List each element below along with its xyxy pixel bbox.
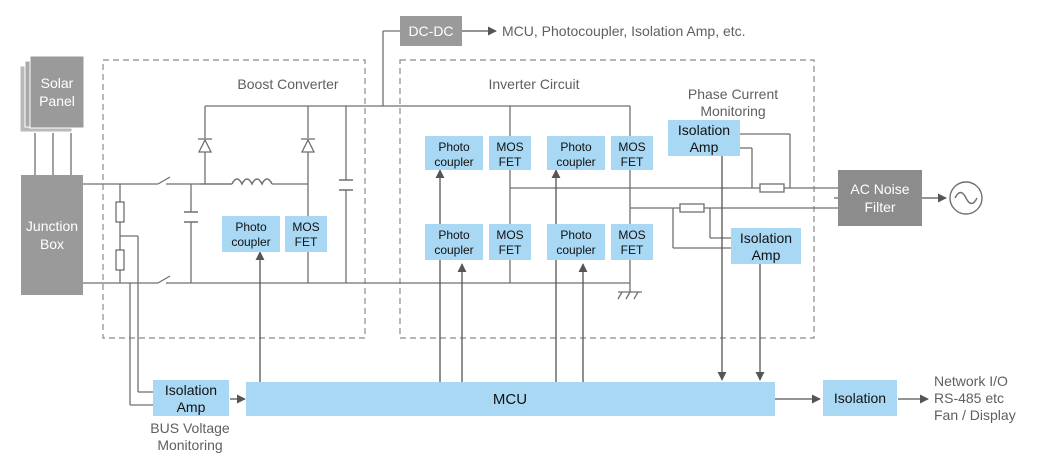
solar-panel-label-2: Panel — [39, 93, 75, 109]
inv-pc1-label-2: coupler — [434, 155, 473, 169]
ground-icon — [617, 291, 642, 300]
junction-box-label-2: Box — [40, 236, 64, 252]
ac-noise-filter-label-1: AC Noise — [850, 181, 909, 197]
inductor-icon — [231, 178, 273, 186]
ac-sine-source-icon — [949, 181, 983, 215]
inverter-photocoupler-3: Photo coupler — [425, 224, 483, 260]
switch-icon — [157, 176, 171, 284]
inv-mos3-label-1: MOS — [496, 228, 523, 242]
dcdc-block: DC-DC — [400, 16, 462, 46]
resistor-icon — [115, 183, 785, 271]
boost-mosfet-label-2: FET — [295, 235, 318, 249]
iso-amp-lower-label-2: Amp — [752, 247, 781, 263]
inverter-circuit-label: Inverter Circuit — [488, 76, 579, 92]
inv-mos1-label-2: FET — [499, 155, 522, 169]
inv-pc4-label-1: Photo — [560, 228, 592, 242]
inv-mos3-label-2: FET — [499, 243, 522, 257]
inverter-circuit-region — [399, 59, 815, 339]
inv-pc4-label-2: coupler — [556, 243, 595, 257]
dcdc-label: DC-DC — [408, 23, 453, 39]
isolation-block: Isolation — [823, 380, 897, 416]
inverter-mosfet-2: MOS FET — [611, 136, 653, 170]
isolation-label: Isolation — [834, 390, 886, 406]
iso-amp-upper-label-2: Amp — [690, 139, 719, 155]
wiring — [34, 30, 838, 406]
inv-pc3-label-2: coupler — [434, 243, 473, 257]
inv-pc1-label-1: Photo — [438, 140, 470, 154]
boost-mosfet-label-1: MOS — [292, 220, 319, 234]
phase-isolation-amp-upper: Isolation Amp — [668, 120, 740, 156]
solar-panel-label-1: Solar — [41, 75, 74, 91]
inv-mos2-label-1: MOS — [618, 140, 645, 154]
inverter-mosfet-4: MOS FET — [611, 224, 653, 260]
network-io-label-3: Fan / Display — [934, 407, 1016, 423]
inv-pc2-label-2: coupler — [556, 155, 595, 169]
diode-icon — [197, 138, 316, 153]
network-io-label-2: RS-485 etc — [934, 390, 1004, 406]
bus-voltage-label-2: Monitoring — [157, 437, 222, 453]
inv-pc3-label-1: Photo — [438, 228, 470, 242]
junction-box-label-1: Junction — [26, 218, 78, 234]
inv-pc2-label-1: Photo — [560, 140, 592, 154]
ac-noise-filter-label-2: Filter — [864, 199, 895, 215]
inv-mos4-label-2: FET — [621, 243, 644, 257]
phase-isolation-amp-lower: Isolation Amp — [731, 228, 801, 264]
inverter-photocoupler-2: Photo coupler — [547, 136, 605, 170]
mcu-label: MCU — [493, 391, 527, 408]
signal-arrows — [230, 26, 947, 404]
inverter-photocoupler-1: Photo coupler — [425, 136, 483, 170]
boost-converter-label: Boost Converter — [237, 76, 338, 92]
phase-current-label-2: Monitoring — [700, 103, 765, 119]
dcdc-output-label: MCU, Photocoupler, Isolation Amp, etc. — [502, 23, 746, 39]
inverter-photocoupler-4: Photo coupler — [547, 224, 605, 260]
phase-current-label-1: Phase Current — [688, 86, 778, 102]
boost-converter-region — [102, 59, 366, 339]
iso-amp-lower-label-1: Isolation — [740, 230, 792, 246]
inverter-mosfet-3: MOS FET — [489, 224, 531, 260]
solar-panel: Solar Panel — [19, 55, 85, 133]
inv-mos2-label-2: FET — [621, 155, 644, 169]
bus-iso-amp-label-2: Amp — [177, 399, 206, 415]
ac-noise-filter: AC Noise Filter — [838, 170, 922, 226]
inv-mos1-label-1: MOS — [496, 140, 523, 154]
junction-box: Junction Box — [21, 175, 83, 295]
iso-amp-upper-label-1: Isolation — [678, 122, 730, 138]
boost-photocoupler-label-1: Photo — [235, 220, 267, 234]
bus-voltage-label-1: BUS Voltage — [150, 420, 230, 436]
boost-photocoupler: Photo coupler — [222, 216, 280, 252]
boost-mosfet: MOS FET — [285, 216, 327, 252]
inverter-mosfet-1: MOS FET — [489, 136, 531, 170]
capacitor-icon — [184, 179, 353, 223]
bus-isolation-amp: Isolation Amp — [153, 380, 229, 416]
inv-mos4-label-1: MOS — [618, 228, 645, 242]
mcu-block: MCU — [246, 382, 775, 416]
boost-photocoupler-label-2: coupler — [231, 235, 270, 249]
bus-iso-amp-label-1: Isolation — [165, 382, 217, 398]
network-io-label-1: Network I/O — [934, 373, 1008, 389]
